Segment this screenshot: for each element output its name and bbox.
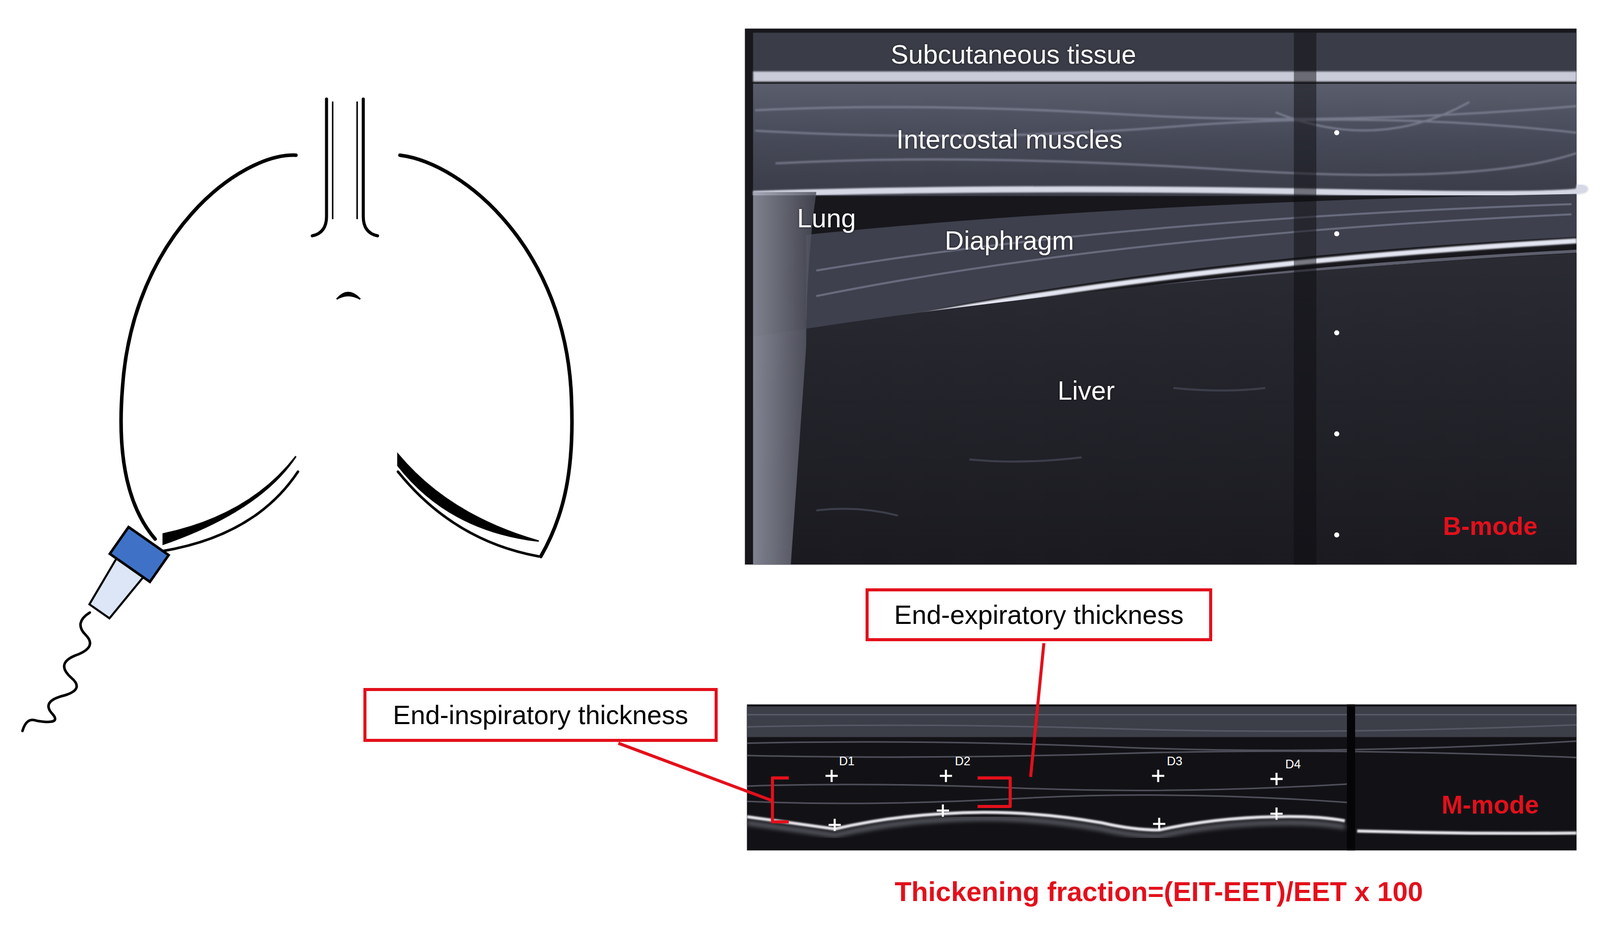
calliper-label: D3	[1166, 753, 1183, 768]
tissue-label: Liver	[1057, 375, 1116, 407]
calliper-label: D2	[955, 753, 971, 768]
callout-box: End-inspiratory thickness	[363, 687, 718, 742]
callout-box: End-expiratory thickness	[865, 588, 1213, 641]
formula-caption: Thickening fraction=(EIT-EET)/EET x 100	[894, 875, 1424, 907]
mode-label: B-mode	[1442, 511, 1538, 542]
tissue-label: Diaphragm	[944, 225, 1074, 257]
mode-label: M-mode	[1441, 790, 1540, 820]
b-mode-image	[745, 28, 1586, 565]
tissue-label: Lung	[796, 203, 856, 234]
m-mode-image	[747, 703, 1577, 850]
lung-illustration	[22, 99, 572, 731]
tissue-label: Subcutaneous tissue	[890, 39, 1137, 71]
calliper-label: D4	[1285, 756, 1302, 772]
tissue-label: Intercostal muscles	[896, 124, 1123, 156]
calliper-label: D1	[839, 753, 855, 768]
callout-text: End-inspiratory thickness	[392, 699, 689, 730]
callout-text: End-expiratory thickness	[894, 599, 1184, 630]
